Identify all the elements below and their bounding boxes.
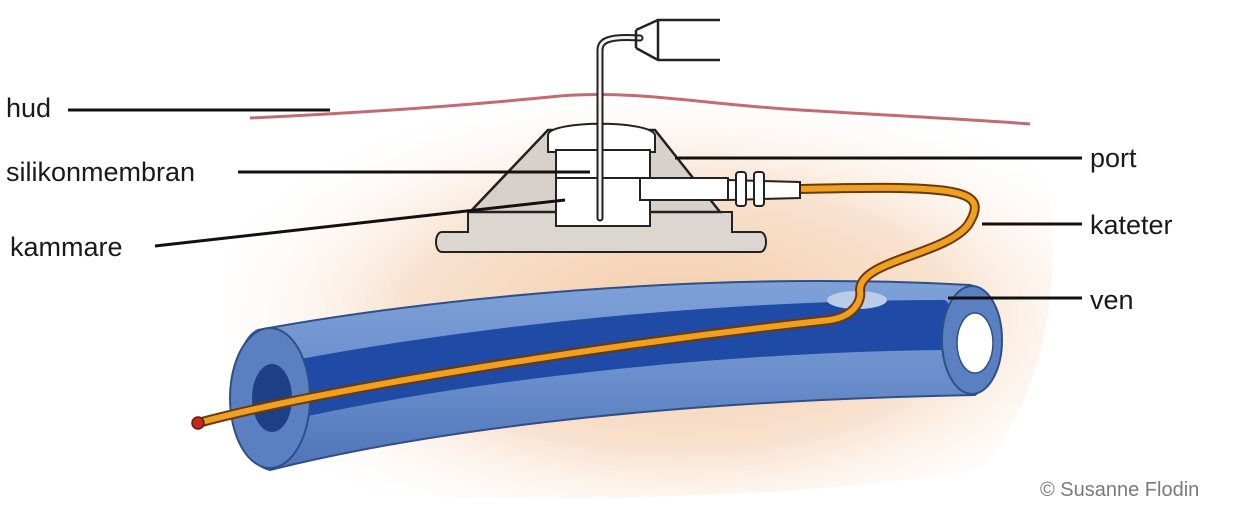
label-skin: hud xyxy=(6,93,52,123)
label-vein: ven xyxy=(1090,285,1134,315)
syringe-needle-icon xyxy=(596,18,720,222)
needle-hub xyxy=(634,18,720,62)
leader-chamber xyxy=(154,198,566,248)
catheter-tip xyxy=(191,416,205,430)
port-outlet xyxy=(639,177,729,201)
label-port: port xyxy=(1090,143,1137,173)
skin-line xyxy=(249,93,1031,126)
vein-left-lumen xyxy=(252,364,292,432)
vein-lumen xyxy=(278,300,956,420)
label-chamber: kammare xyxy=(10,232,123,262)
vein-right-lumen xyxy=(956,312,994,374)
catheter xyxy=(191,182,980,430)
catheter-connector-icon xyxy=(727,171,801,207)
leader-lines xyxy=(68,108,1082,300)
port-base xyxy=(435,211,767,253)
copyright-note: © Susanne Flodin xyxy=(1040,479,1200,501)
vein xyxy=(229,280,1003,472)
label-catheter: kateter xyxy=(1090,210,1173,240)
label-membrane: silikonmembran xyxy=(6,157,196,187)
catheter-tube xyxy=(195,184,978,426)
